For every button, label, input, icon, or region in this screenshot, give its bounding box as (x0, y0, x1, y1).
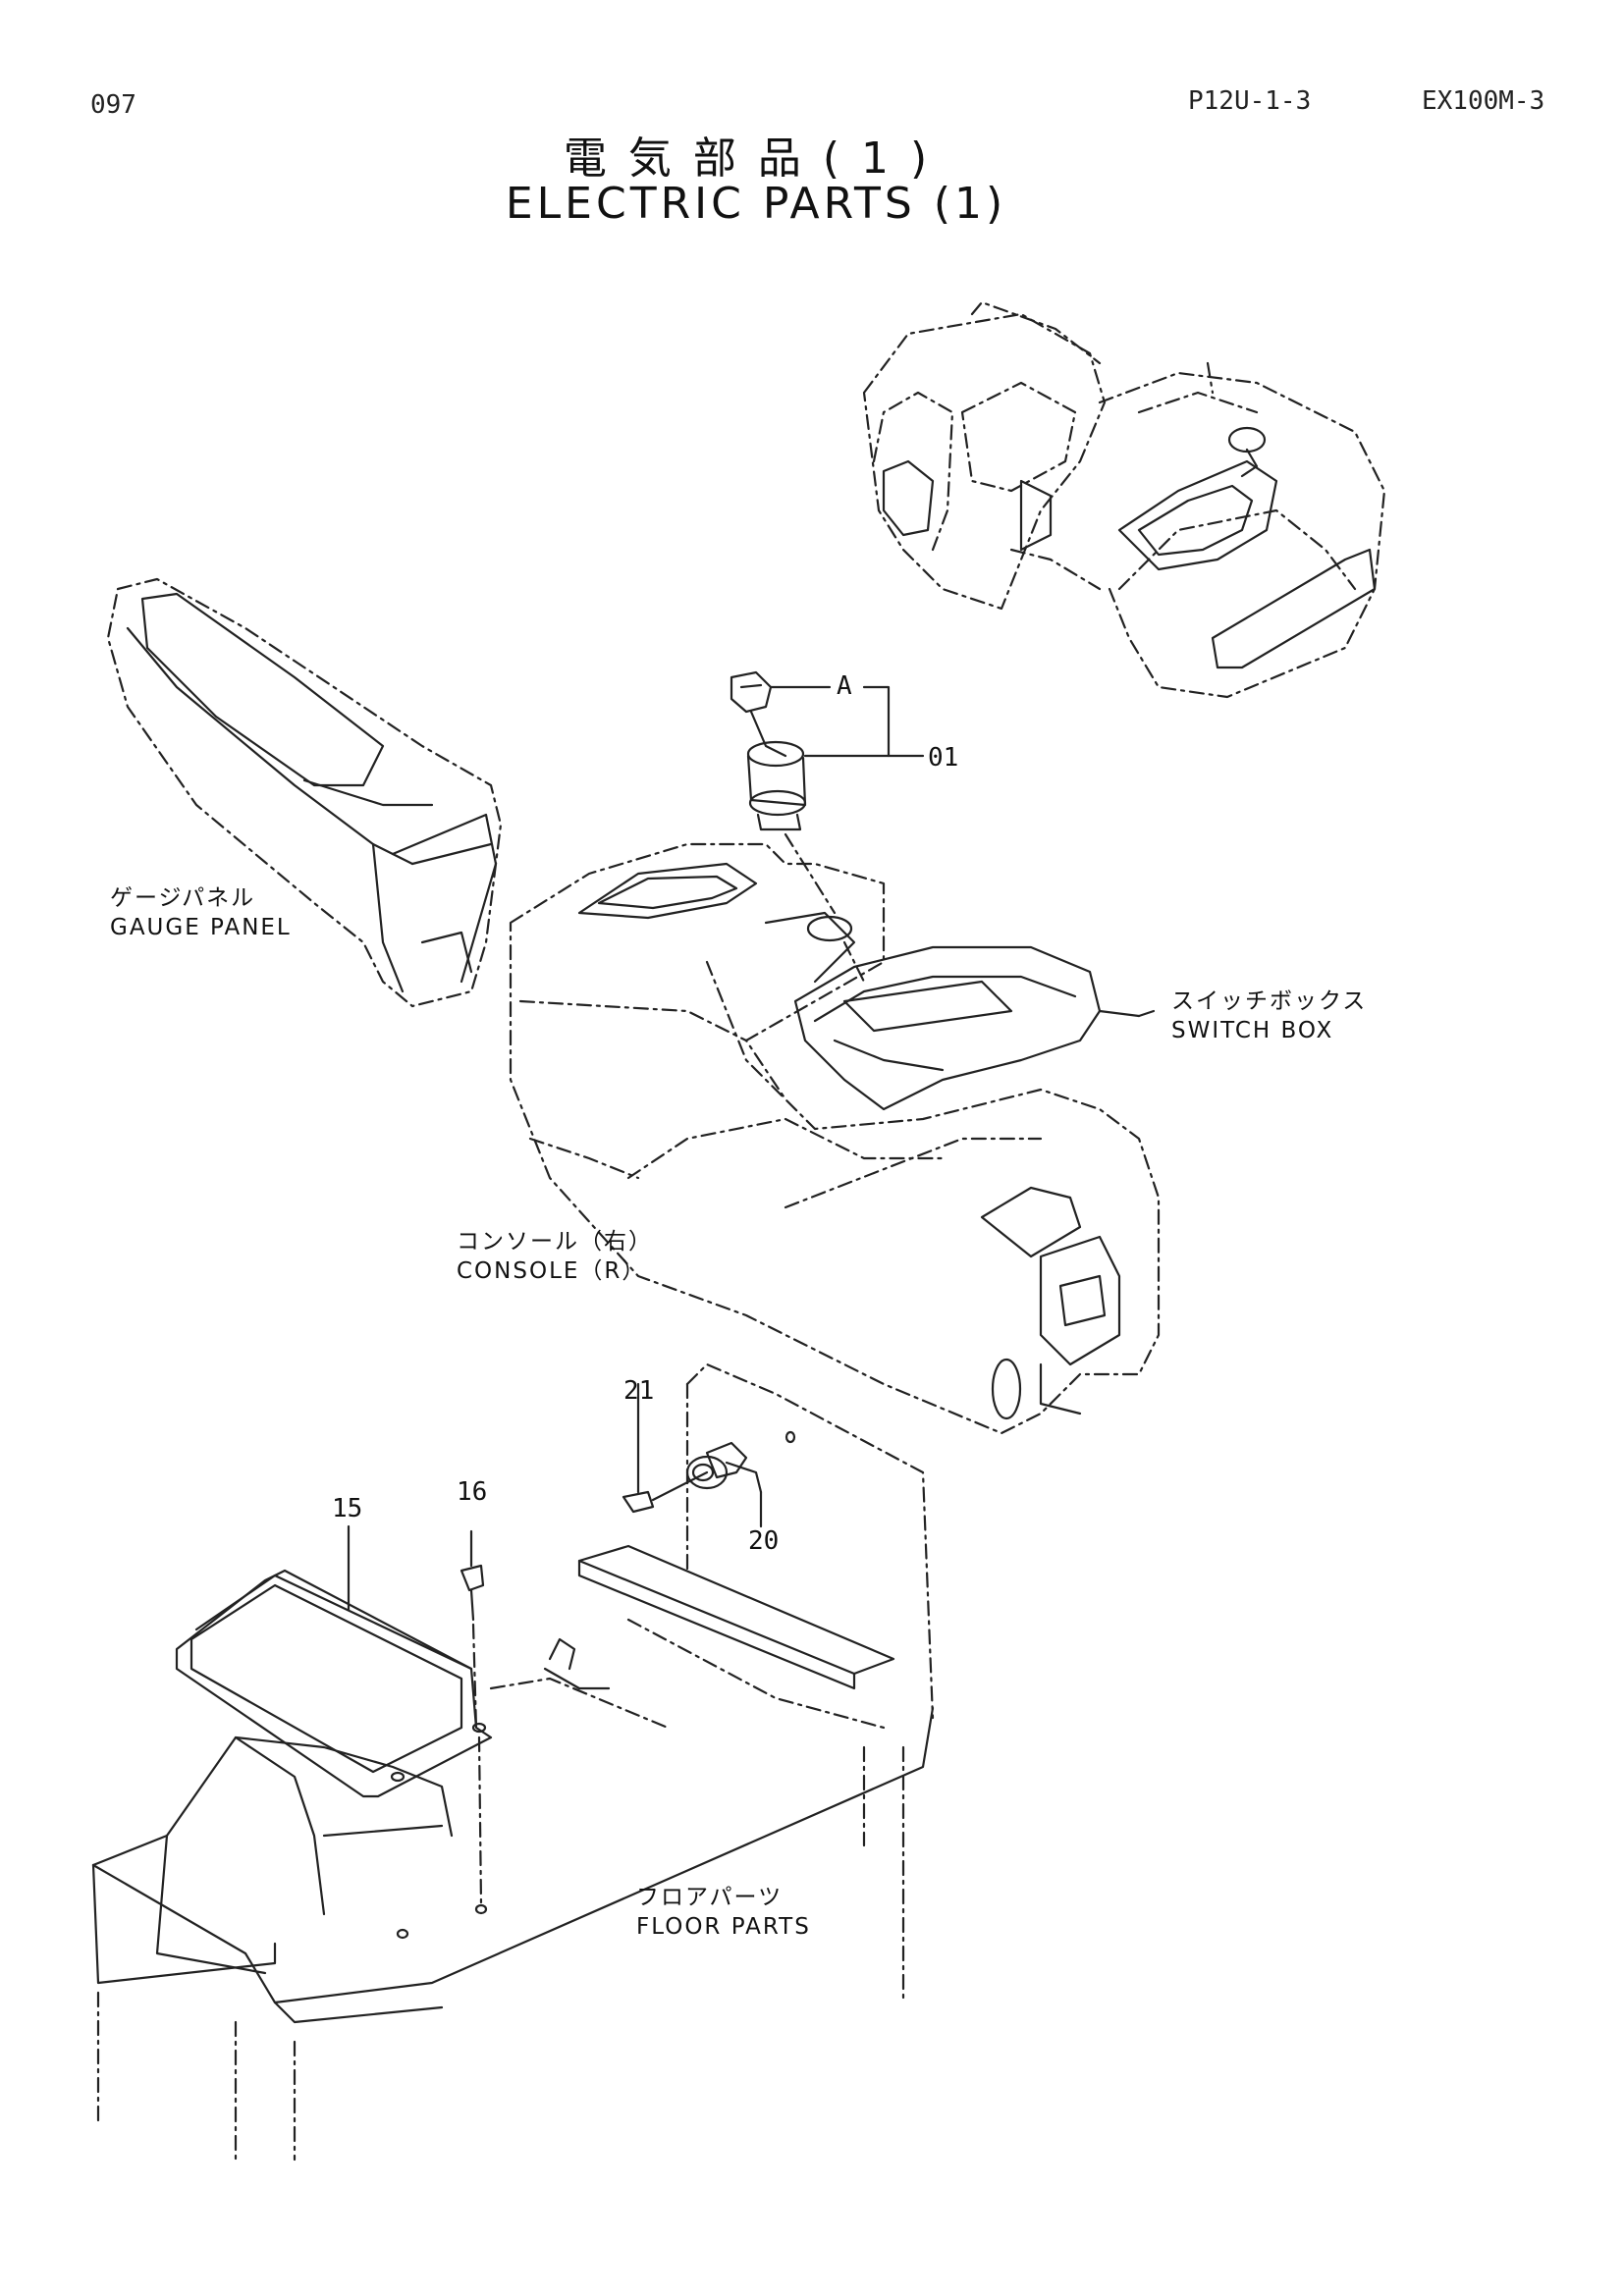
page-code: P12U-1-3 (1188, 86, 1312, 116)
callout-21: 21 (623, 1376, 655, 1406)
leader-lines (347, 685, 925, 1612)
callout-a: A (837, 671, 852, 701)
key-switch-drawing (730, 670, 866, 984)
console-label-jp: コンソール（右） (457, 1229, 653, 1255)
switch-box-drawing (793, 945, 1156, 1111)
floor-parts-label: フロアパーツ FLOOR PARTS (636, 1883, 811, 1942)
model-code: EX100M-3 (1422, 86, 1545, 116)
switch-box-label-en: SWITCH BOX (1171, 1018, 1334, 1043)
floor-parts-label-jp: フロアパーツ (636, 1885, 784, 1910)
title-japanese: 電気部品(1) (563, 133, 949, 184)
gauge-panel-drawing (106, 577, 503, 1008)
callout-01: 01 (928, 743, 959, 773)
callout-16: 16 (457, 1477, 488, 1507)
console-label-en: CONSOLE（R） (457, 1258, 647, 1284)
floor-parts-drawing (91, 1362, 935, 2162)
page-number: 097 (90, 90, 136, 120)
console-label: コンソール（右） CONSOLE（R） (457, 1227, 653, 1286)
excavator-overview (862, 300, 1386, 699)
console-drawing (509, 842, 1161, 1435)
callout-20: 20 (748, 1526, 780, 1556)
floor-parts-label-en: FLOOR PARTS (636, 1914, 811, 1940)
gauge-panel-label-en: GAUGE PANEL (110, 915, 292, 940)
gauge-panel-label: ゲージパネル GAUGE PANEL (110, 883, 292, 942)
switch-box-label-jp: スイッチボックス (1171, 988, 1368, 1014)
title-english: ELECTRIC PARTS (1) (505, 179, 1007, 229)
switch-box-label: スイッチボックス SWITCH BOX (1171, 987, 1367, 1045)
gauge-panel-label-jp: ゲージパネル (110, 885, 256, 911)
callout-15: 15 (332, 1494, 363, 1523)
